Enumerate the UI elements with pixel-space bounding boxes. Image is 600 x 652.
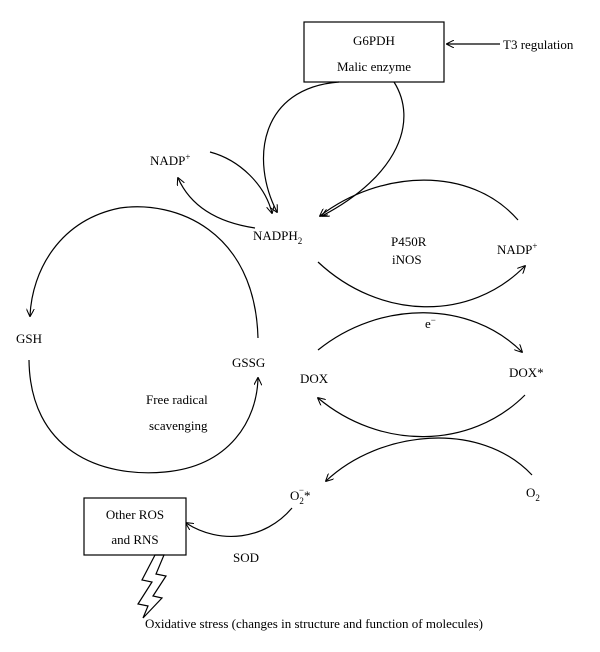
dox-star-label: DOX* (509, 365, 544, 380)
electron-label: e− (425, 315, 436, 331)
dox-to-dox-star-arrow (317, 312, 522, 352)
enzyme-to-nadph2-arrow (262, 81, 340, 212)
superoxide-to-ros-arrow (186, 507, 293, 538)
nadph2-label: NADPH2 (253, 228, 302, 246)
ros-line2-label: and RNS (111, 532, 158, 547)
lightning-bolt-icon (137, 554, 167, 619)
ros-line1-label: Other ROS (106, 507, 164, 522)
t3-regulation-label: T3 regulation (503, 37, 574, 52)
gsh-label: GSH (16, 331, 42, 346)
nadp-left-to-nadph2-arrow (209, 151, 272, 213)
dox-label: DOX (300, 371, 329, 386)
scavenging-label: scavenging (149, 418, 208, 433)
gssg-to-gsh-arrow (30, 206, 259, 339)
inos-label: iNOS (392, 252, 422, 267)
nadp-right-label: NADP+ (497, 241, 537, 257)
superoxide-label: O2−* (290, 485, 310, 506)
o2-to-superoxide-arrow (326, 437, 533, 481)
o2-label: O2 (526, 485, 540, 503)
p450r-label: P450R (391, 234, 427, 249)
gsh-to-gssg-arrow (28, 359, 258, 474)
nadp-left-label: NADP+ (150, 152, 190, 168)
nadph2-to-nadp-left-arrow (178, 178, 256, 229)
free-radical-label: Free radical (146, 392, 208, 407)
sod-label: SOD (233, 550, 259, 565)
enzyme-g6pdh-label: G6PDH (353, 33, 395, 48)
enzyme-to-nadph2-arrow-right (322, 81, 405, 216)
ros-box (83, 497, 187, 556)
enzyme-malic-label: Malic enzyme (337, 59, 411, 74)
dox-star-to-dox-arrow (318, 394, 526, 438)
enzyme-box (303, 21, 445, 83)
oxidative-stress-label: Oxidative stress (changes in structure a… (145, 616, 483, 631)
nadp-right-to-nadph2-arrow (320, 179, 519, 221)
nadph2-to-nadp-right-arrow (317, 261, 525, 308)
gssg-label: GSSG (232, 355, 265, 370)
